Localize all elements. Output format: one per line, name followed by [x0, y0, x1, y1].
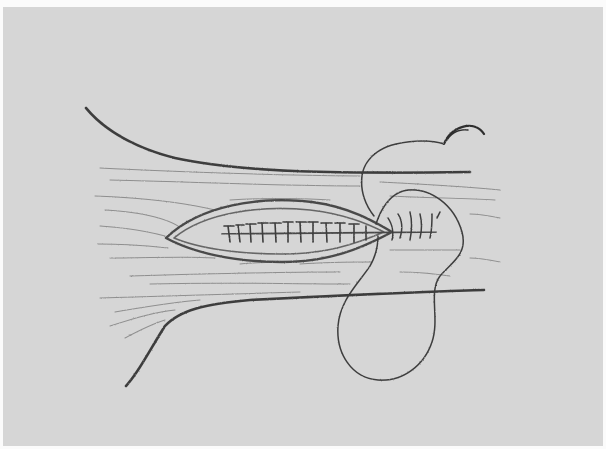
loose-stitch	[430, 214, 432, 238]
suture-thread-upper	[362, 141, 444, 216]
stitch-mark	[326, 223, 327, 242]
wound-outline-outer	[166, 200, 392, 262]
suture-midline	[222, 232, 436, 234]
needle-icon	[444, 126, 484, 144]
stitch-mark	[228, 226, 230, 242]
loose-stitch	[437, 212, 440, 218]
stitch-mark	[262, 223, 263, 242]
loose-stitch	[410, 212, 412, 240]
lower-tissue-edge	[126, 290, 484, 386]
stitch-mark	[275, 223, 276, 242]
wound-outline-inner	[174, 208, 384, 254]
loose-stitches	[388, 212, 440, 240]
loose-stitch	[420, 214, 422, 238]
loose-stitch	[398, 214, 402, 238]
upper-tissue-edge	[86, 108, 470, 173]
stitch-mark	[300, 222, 301, 242]
stitch-mark	[238, 225, 240, 242]
stitch-mark	[250, 224, 251, 242]
